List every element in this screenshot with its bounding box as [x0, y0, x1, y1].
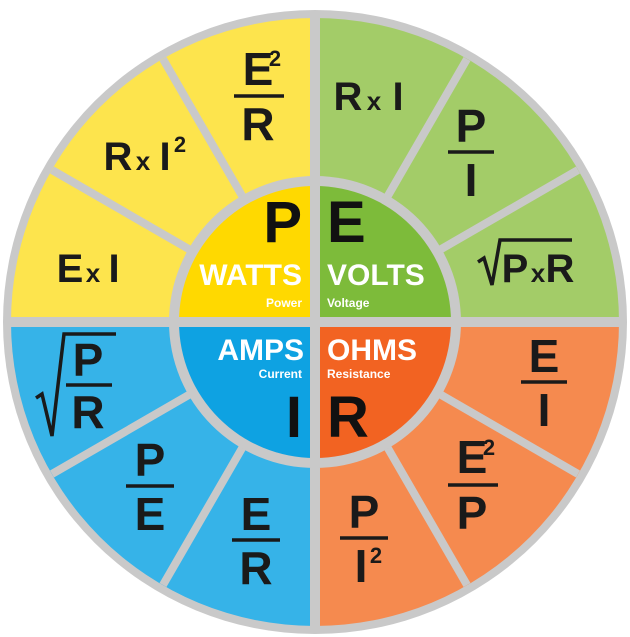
sqrt-icon [35, 332, 116, 437]
voltage-letter: E [327, 190, 366, 255]
formula-power-e-times-i: E x I [57, 247, 120, 291]
formula-power-r-times-i2: R x I 2 [104, 132, 187, 179]
power-sub: Power [266, 296, 302, 310]
formula-resistance-p-over-i2: P I 2 [340, 486, 388, 592]
svg-text:P: P [457, 487, 488, 539]
svg-text:R: R [239, 542, 272, 594]
voltage-sub: Voltage [327, 296, 370, 310]
svg-text:2: 2 [370, 543, 382, 568]
svg-text:P: P [456, 100, 487, 152]
svg-text:E: E [457, 431, 488, 483]
current-sub: Current [259, 367, 302, 381]
formula-voltage-sqrt-p-times-r: P x R [477, 238, 575, 291]
svg-text:P: P [73, 334, 104, 386]
sqrt-icon [477, 238, 572, 286]
svg-text:x: x [86, 258, 101, 288]
svg-text:2: 2 [483, 435, 495, 460]
power-word: WATTS [199, 259, 302, 292]
svg-text:I: I [392, 75, 403, 119]
power-center [179, 186, 315, 322]
formula-voltage-r-times-i: R x I [334, 75, 404, 119]
svg-text:R: R [546, 247, 575, 291]
current-letter: I [286, 385, 302, 450]
svg-text:I: I [159, 135, 170, 179]
formula-resistance-e-over-i: E I [521, 330, 567, 436]
svg-text:P: P [135, 434, 166, 486]
svg-text:2: 2 [174, 132, 186, 157]
svg-text:x: x [531, 258, 546, 288]
formula-resistance-e2-over-p: E 2 P [448, 431, 498, 539]
svg-text:I: I [538, 384, 551, 436]
svg-text:R: R [71, 386, 104, 438]
center-dividers [173, 180, 457, 464]
formula-voltage-p-over-i: P I [448, 100, 494, 206]
resistance-center [315, 322, 451, 458]
svg-text:I: I [465, 154, 478, 206]
svg-text:E: E [135, 488, 166, 540]
svg-text:R: R [241, 98, 274, 150]
resistance-word: OHMS [327, 334, 417, 367]
svg-text:x: x [136, 146, 151, 176]
resistance-sub: Resistance [327, 367, 391, 381]
voltage-center [315, 186, 451, 322]
svg-text:2: 2 [269, 46, 281, 71]
svg-text:I: I [108, 247, 119, 291]
svg-text:R: R [104, 135, 133, 179]
svg-text:P: P [502, 247, 529, 291]
svg-text:E: E [57, 247, 84, 291]
voltage-word: VOLTS [327, 259, 425, 292]
svg-text:E: E [243, 43, 274, 95]
resistance-letter: R [327, 385, 369, 450]
formula-current-p-over-e: P E [126, 434, 174, 540]
svg-text:P: P [349, 486, 380, 538]
formula-current-e-over-r: E R [232, 488, 280, 594]
svg-text:E: E [529, 330, 560, 382]
svg-text:E: E [241, 488, 272, 540]
svg-text:I: I [355, 540, 368, 592]
svg-text:R: R [334, 75, 363, 119]
svg-text:x: x [367, 86, 382, 116]
formula-current-sqrt-p-over-r: P R [35, 332, 116, 438]
power-letter: P [263, 190, 302, 255]
current-word: AMPS [217, 334, 304, 367]
current-center [179, 322, 315, 458]
formula-power-e2-over-r: E 2 R [234, 43, 284, 150]
